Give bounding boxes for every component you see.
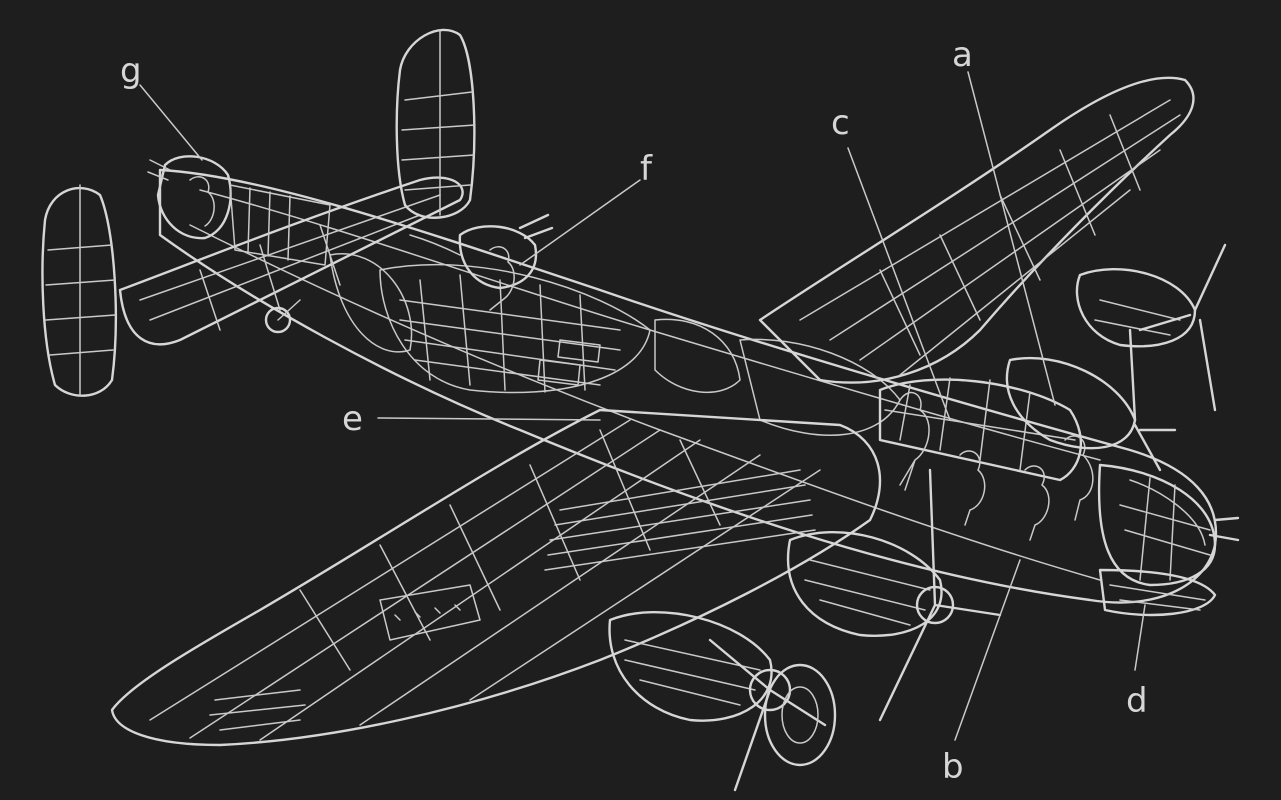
leader-line-g — [139, 84, 203, 161]
gun-turrets — [147, 155, 554, 311]
leader-line-e — [377, 417, 601, 421]
diagram-labels: a b c d e f g — [120, 35, 1148, 787]
port-engines — [608, 468, 1002, 792]
fuselage — [158, 168, 1218, 604]
leader-lines — [139, 71, 1146, 741]
nose-section — [878, 377, 1240, 617]
tail-section — [41, 28, 476, 397]
label-g: g — [120, 51, 142, 91]
label-e: e — [342, 399, 363, 439]
leader-line-f — [519, 179, 641, 266]
port-wing — [110, 408, 882, 747]
leader-line-d — [1134, 604, 1146, 671]
label-b: b — [942, 747, 964, 787]
label-d: d — [1126, 681, 1148, 721]
leader-line-b — [954, 559, 1021, 741]
label-c: c — [831, 103, 850, 143]
label-a: a — [952, 35, 973, 75]
label-f: f — [640, 149, 653, 189]
starboard-wing — [758, 76, 1227, 472]
leader-line-c — [847, 147, 951, 421]
leader-line-a — [967, 71, 1056, 406]
